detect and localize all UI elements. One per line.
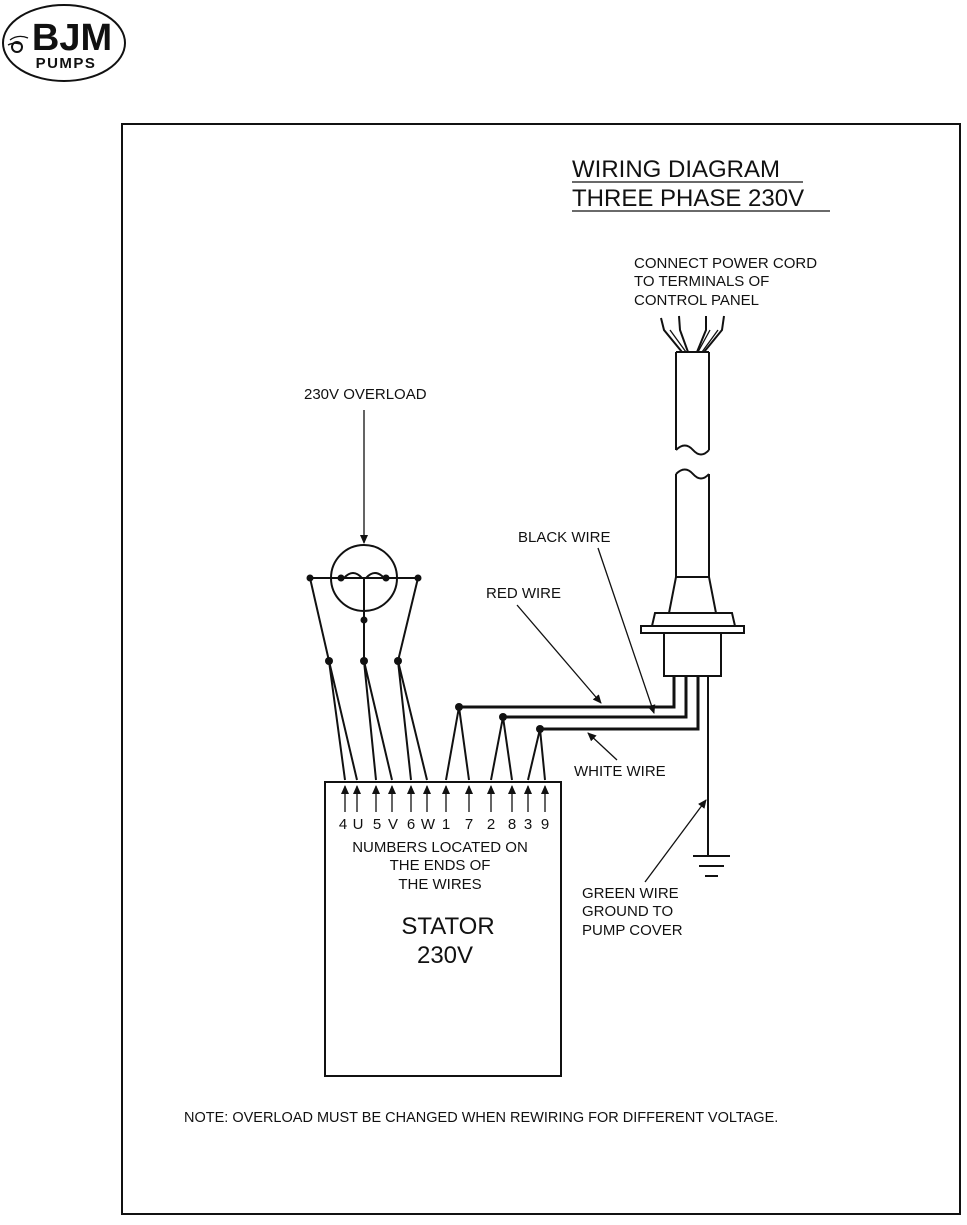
overload-label: 230V OVERLOAD	[304, 386, 427, 403]
power-cord-note: CONNECT POWER CORD TO TERMINALS OF CONTR…	[634, 255, 817, 309]
title-line-2: THREE PHASE 230V	[572, 185, 804, 212]
logo-brand: BJM	[32, 17, 112, 59]
green-wire-leader	[644, 799, 707, 883]
black-wire-leader	[597, 547, 656, 714]
numbers-note-line-1: NUMBERS LOCATED ON	[352, 839, 528, 856]
title-line-1: WIRING DIAGRAM	[572, 156, 780, 183]
voltage-note: NOTE: OVERLOAD MUST BE CHANGED WHEN REWI…	[184, 1110, 778, 1126]
white-wire-leader	[587, 732, 618, 761]
pump-swirl-icon	[7, 35, 29, 53]
diagram-title: WIRING DIAGRAM THREE PHASE 230V	[572, 156, 830, 212]
terminal-arrows	[341, 785, 549, 812]
terminal-label: V	[388, 816, 398, 833]
terminal-label: 5	[373, 816, 381, 833]
green-wire-line-2: GROUND TO	[582, 903, 673, 920]
stator-box	[324, 781, 562, 1077]
power-cord-line-3: CONTROL PANEL	[634, 292, 759, 309]
numbers-note-line-3: THE WIRES	[398, 876, 481, 893]
power-cord	[640, 315, 745, 677]
terminal-label: U	[353, 816, 364, 833]
logo-subtitle: PUMPS	[36, 55, 97, 72]
bjm-pumps-logo: BJM PUMPS	[2, 4, 126, 82]
power-cord-line-1: CONNECT POWER CORD	[634, 255, 817, 272]
terminal-label: 1	[442, 816, 450, 833]
diagram-frame	[121, 123, 961, 1215]
green-wire-line-1: GREEN WIRE	[582, 885, 679, 902]
terminal-label: 3	[524, 816, 532, 833]
cord-conductors	[459, 676, 709, 856]
terminal-label: 2	[487, 816, 495, 833]
numbers-note: NUMBERS LOCATED ON THE ENDS OF THE WIRES	[352, 839, 528, 893]
stator-voltage: 230V	[417, 942, 473, 969]
green-wire-label: GREEN WIRE GROUND TO PUMP COVER	[582, 885, 683, 939]
terminal-label: 4	[339, 816, 347, 833]
power-cord-line-2: TO TERMINALS OF	[634, 273, 769, 290]
terminal-label: 6	[407, 816, 415, 833]
overload-device	[306, 544, 422, 660]
white-wire-label: WHITE WIRE	[574, 763, 666, 780]
numbers-note-line-2: THE ENDS OF	[390, 857, 491, 874]
black-wire-label: BLACK WIRE	[518, 529, 611, 546]
green-wire-line-3: PUMP COVER	[582, 922, 683, 939]
terminal-label: 8	[508, 816, 516, 833]
red-wire-label: RED WIRE	[486, 585, 561, 602]
terminal-label: W	[421, 816, 436, 833]
stator-label: STATOR 230V	[401, 913, 494, 969]
ground-symbol-icon	[693, 855, 730, 877]
stator-lead-wires	[328, 660, 546, 781]
terminal-label: 7	[465, 816, 473, 833]
red-wire-leader	[516, 604, 602, 704]
terminal-numbers: 4 U 5 V 6 W 1 7 2 8 3 9	[339, 816, 549, 833]
terminal-label: 9	[541, 816, 549, 833]
stator-name: STATOR	[401, 913, 494, 940]
